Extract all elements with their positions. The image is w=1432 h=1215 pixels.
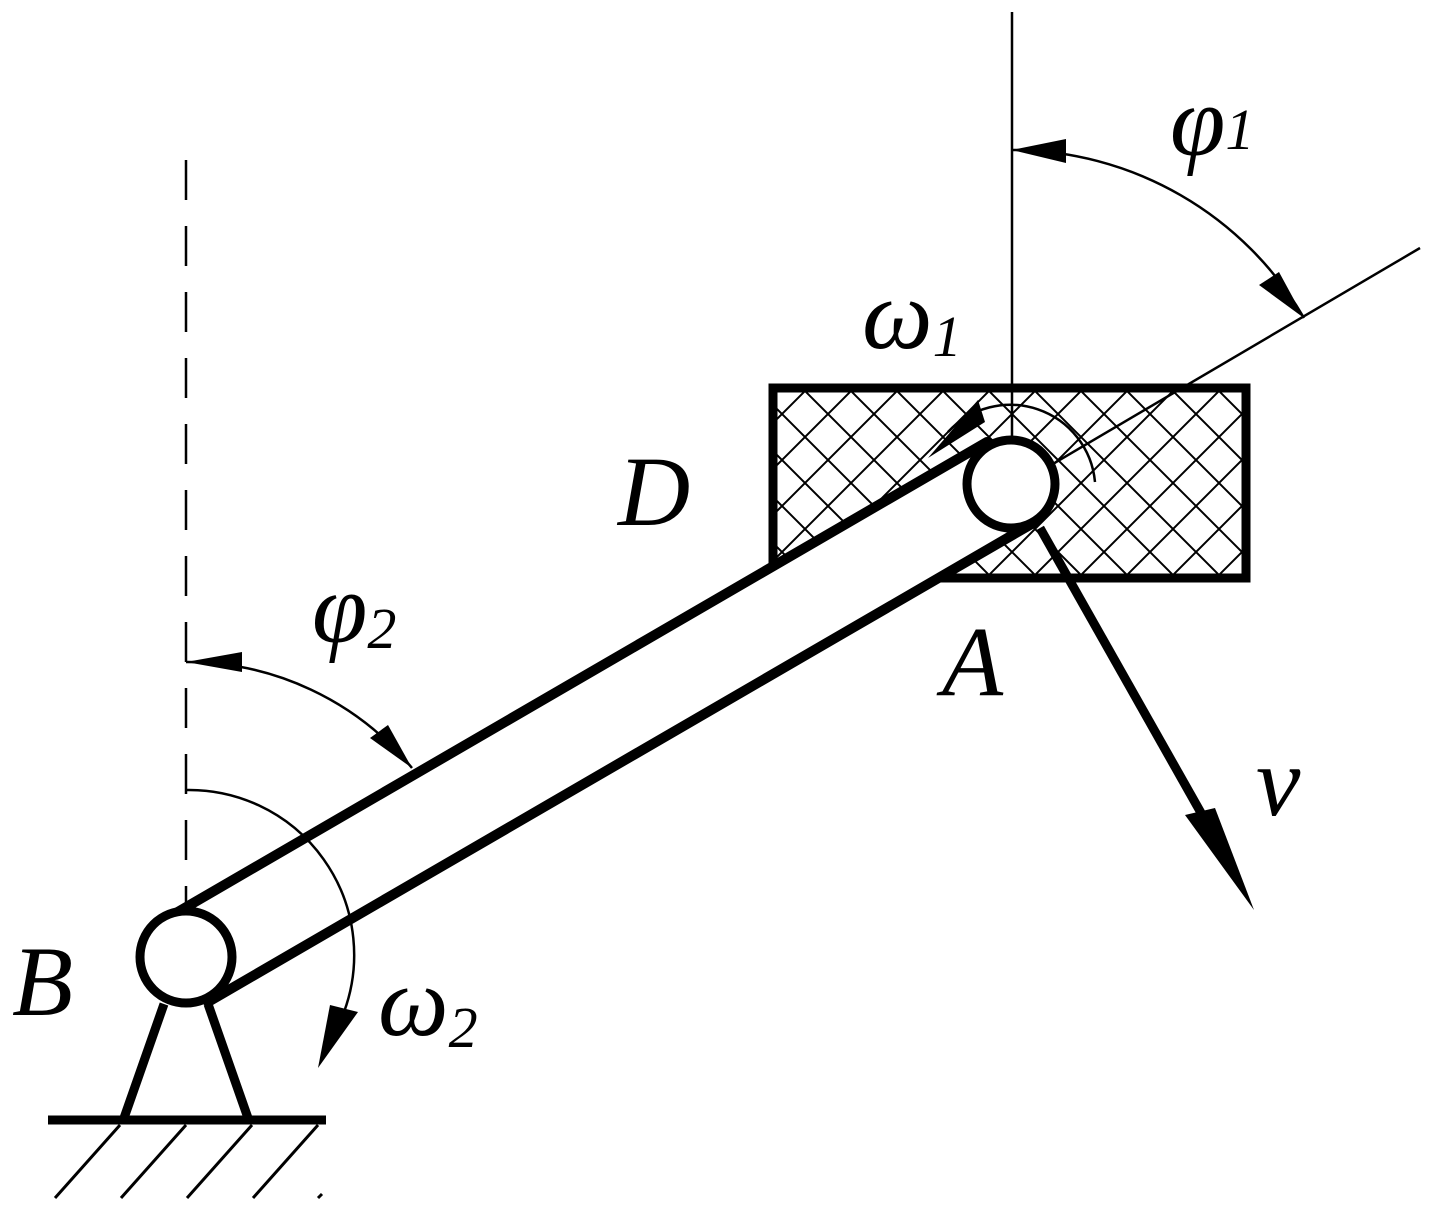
velocity-vector [1036, 525, 1254, 910]
label-velocity-v: v [1256, 726, 1301, 837]
joint-b [135, 906, 237, 1008]
joint-a [962, 435, 1060, 533]
fixed-support [48, 1002, 326, 1200]
omega1-rotation-arc [928, 400, 1097, 483]
label-phi2: φ2 [312, 553, 396, 664]
label-omega1: ω1 [862, 259, 962, 370]
angle-phi2-arc [185, 652, 413, 769]
label-point-d: D [616, 436, 690, 547]
angle-phi1-arc [1011, 139, 1306, 319]
label-phi1: φ1 [1170, 66, 1254, 177]
rod-ab [159, 437, 1040, 1007]
label-point-a: A [936, 606, 1004, 717]
label-point-b: B [12, 926, 73, 1037]
label-omega2: ω2 [378, 946, 478, 1060]
omega2-rotation-arc [185, 788, 358, 1068]
